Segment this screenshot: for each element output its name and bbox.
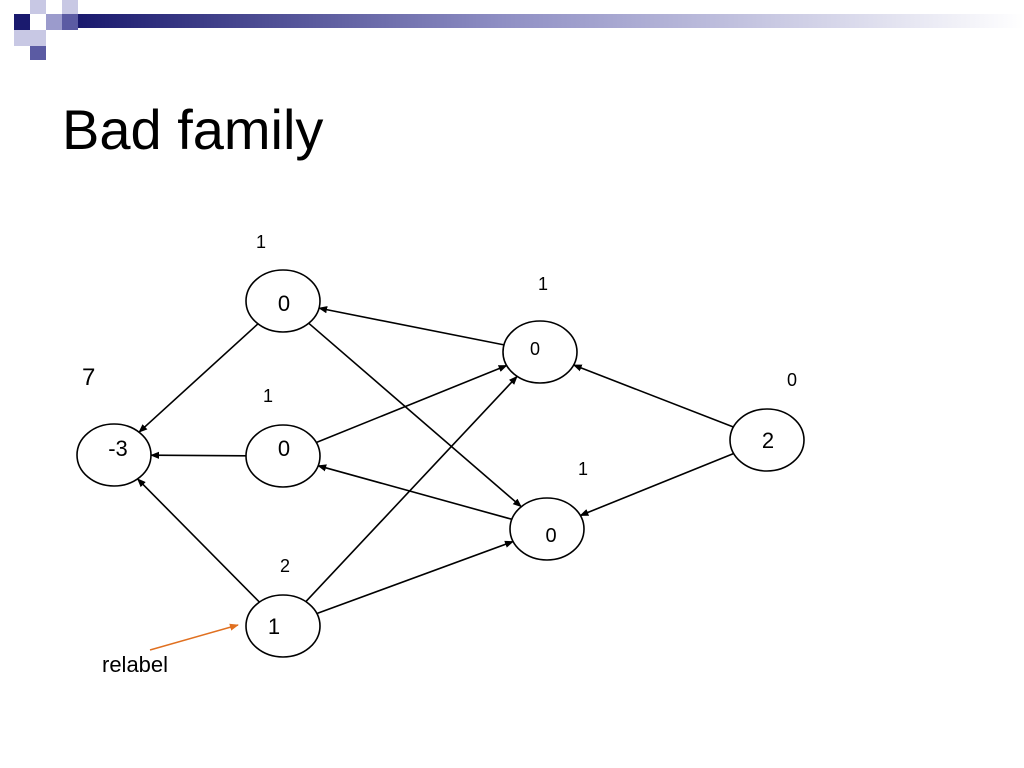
edge-b-to-sink (150, 451, 247, 459)
relabel-arrow (149, 623, 239, 651)
node-label-d: 1 (538, 274, 548, 294)
header-square (14, 30, 30, 46)
node-value: 0 (278, 436, 290, 461)
node-c: 1 (245, 594, 321, 658)
header-square (46, 14, 62, 30)
edge-c-to-d (305, 375, 518, 603)
edge-layer (136, 306, 734, 615)
edge-e-to-b (317, 464, 513, 521)
header-square (62, 0, 78, 14)
header-decoration (14, 0, 1024, 60)
node-value: 0 (530, 339, 540, 359)
edge-a-to-sink (138, 323, 259, 433)
node-label-b: 1 (263, 386, 273, 406)
edge-src-to-d (572, 364, 734, 428)
node-label-a: 1 (256, 232, 266, 252)
header-gradient-band (78, 14, 1024, 28)
node-circle (509, 497, 585, 561)
header-square (14, 14, 30, 30)
annotation-layer: relabel (102, 623, 239, 677)
node-circle (245, 424, 321, 488)
relabel-annotation: relabel (102, 652, 168, 677)
edge-c-to-e (316, 540, 514, 615)
edge-a-to-e (308, 322, 522, 508)
node-label-c: 2 (280, 556, 290, 576)
slide-title: Bad family (62, 98, 324, 161)
node-layer: -3 0 0 1 0 0 2 (76, 269, 805, 658)
node-value: 2 (762, 428, 774, 453)
node-circle (729, 408, 805, 472)
header-square (62, 14, 78, 30)
node-src: 2 (729, 408, 805, 472)
edge-d-to-a (318, 306, 505, 346)
node-circle (245, 269, 321, 333)
node-value: 1 (268, 614, 280, 639)
node-circle (245, 594, 321, 658)
edge-c-to-sink (136, 478, 260, 603)
node-circle (502, 320, 578, 384)
edge-b-to-d (316, 364, 508, 444)
node-label-e: 1 (578, 459, 588, 479)
node-e: 0 (509, 497, 585, 561)
node-circle (76, 423, 152, 487)
node-d: 0 (502, 320, 578, 384)
node-value: 0 (545, 525, 556, 547)
edge-src-to-e (579, 452, 734, 517)
label-layer: 7 1 1 2 1 1 0 (82, 232, 797, 576)
header-square (30, 30, 46, 46)
node-a: 0 (245, 269, 321, 333)
node-b: 0 (245, 424, 321, 488)
node-value: -3 (108, 436, 128, 461)
node-label-src: 0 (787, 370, 797, 390)
header-square (30, 46, 46, 60)
node-value: 0 (278, 291, 290, 316)
node-label-sink: 7 (82, 364, 95, 391)
node-sink: -3 (76, 423, 152, 487)
header-square (30, 0, 46, 14)
